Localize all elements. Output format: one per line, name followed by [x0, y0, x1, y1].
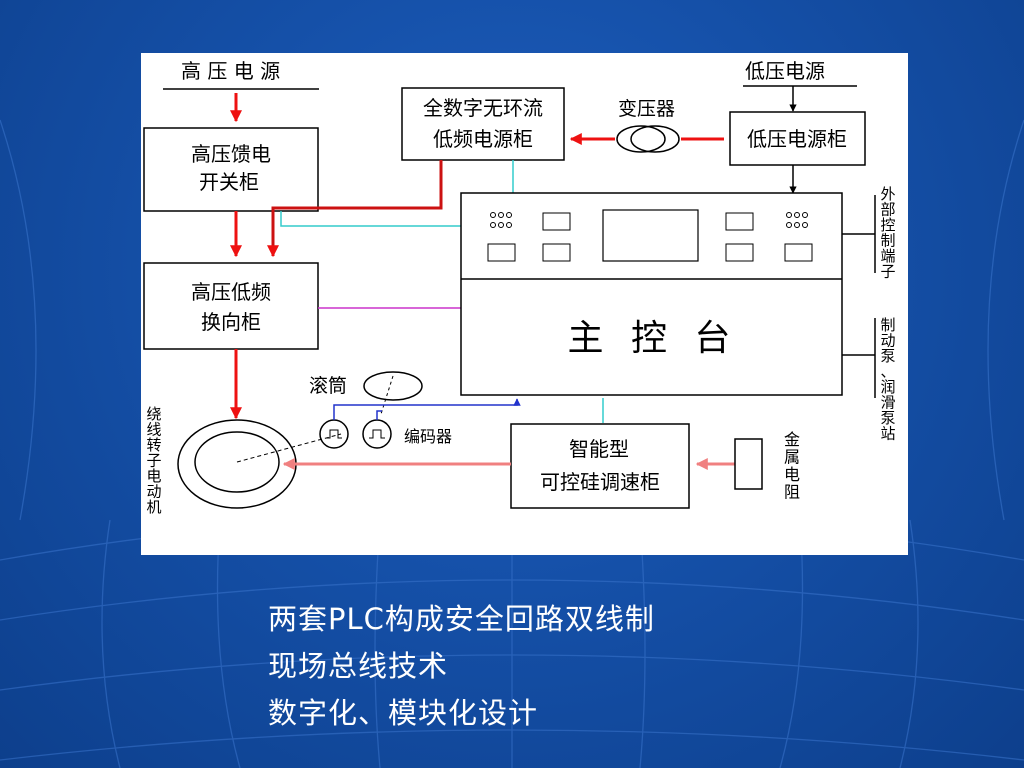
- brake-pump-char: 滑: [880, 394, 895, 412]
- console-button: [784, 243, 813, 262]
- brake-pump-char: 润: [880, 378, 895, 396]
- high-voltage-source-label: 高 压 电 源: [181, 59, 280, 83]
- encoder-signal-line: [333, 398, 521, 420]
- hv-feed-cabinet-line1: 高压馈电: [191, 142, 271, 166]
- console-button: [725, 243, 754, 262]
- console-button: [725, 212, 754, 231]
- brake-pump-char: 、: [880, 363, 895, 381]
- motor-label-char: 机: [146, 498, 161, 516]
- encoder-icon: [319, 419, 349, 449]
- scr-cabinet-line1: 智能型: [569, 437, 629, 461]
- drum: 滚筒: [309, 371, 423, 415]
- brake-pump-char: 制: [880, 316, 895, 334]
- smart-scr-speed-cabinet: 智能型 可控硅调速柜: [510, 423, 690, 509]
- motor-label-char: 绕: [146, 405, 161, 423]
- low-voltage-source: 低压电源: [743, 59, 857, 87]
- motor-label-char: 动: [146, 483, 161, 501]
- encoder-signal-line-2: [376, 410, 382, 420]
- external-terminals-char: 端: [880, 247, 895, 265]
- external-terminals-char: 制: [880, 232, 895, 250]
- encoders: 编码器: [319, 419, 452, 449]
- main-console: 主 控 台: [460, 192, 843, 396]
- brake-pump-char: 动: [880, 332, 895, 350]
- scr-cabinet-line2: 可控硅调速柜: [540, 470, 660, 494]
- external-terminals-char: 子: [880, 263, 895, 281]
- hv-feed-cabinet-line2: 开关柜: [199, 170, 259, 194]
- encoder-icon: [362, 419, 392, 449]
- encoder-label: 编码器: [404, 427, 452, 446]
- console-button: [487, 243, 516, 262]
- console-indicator-lights: [490, 212, 808, 228]
- feed-cabinet-signal-line: [280, 211, 461, 227]
- low-voltage-source-label: 低压电源: [745, 59, 825, 83]
- metal-resistor-char: 属: [784, 448, 800, 467]
- external-terminals-char: 外: [880, 185, 895, 203]
- digital-cabinet-to-reversing-arrow: [267, 160, 443, 258]
- metal-resistor-char: 金: [784, 430, 800, 449]
- drum-icon: [363, 371, 423, 401]
- brake-pump-char: 泵: [880, 347, 895, 365]
- system-diagram: 高 压 电 源 高压馈电 开关柜 高压低频 换向柜 全数字无环流 低频电源柜 变…: [141, 53, 908, 555]
- feature-list: 两套PLC构成安全回路双线制 现场总线技术 数字化、模块化设计: [268, 596, 908, 737]
- brake-pump-char: 泵: [880, 409, 895, 427]
- console-display-panel: [602, 209, 699, 262]
- transformer-coil-icon: [616, 125, 666, 153]
- hv-feed-cabinet: 高压馈电 开关柜: [143, 127, 319, 212]
- external-terminals-char: 部: [880, 201, 895, 219]
- console-button: [542, 212, 571, 231]
- brake-pump-char: 站: [880, 425, 895, 443]
- console-button: [542, 243, 571, 262]
- digital-cabinet-line1: 全数字无环流: [423, 96, 543, 120]
- feature-item: 数字化、模块化设计: [268, 696, 539, 730]
- digital-cabinet-line2: 低频电源柜: [433, 127, 533, 151]
- metal-resistor-icon: [734, 438, 763, 490]
- hv-lowfreq-reversing-cabinet: 高压低频 换向柜: [143, 262, 319, 350]
- main-console-label: 主 控 台: [568, 318, 739, 359]
- metal-resistor-char: 电: [784, 465, 800, 484]
- transformer: 变压器: [616, 98, 680, 153]
- lv-power-cabinet: 低压电源柜: [729, 111, 866, 166]
- metal-resistor-char: 阻: [784, 483, 800, 502]
- hv-lowfreq-cabinet-line1: 高压低频: [191, 280, 271, 304]
- hv-lowfreq-cabinet-line2: 换向柜: [201, 310, 261, 334]
- digital-lowfreq-power-cabinet: 全数字无环流 低频电源柜: [401, 87, 565, 161]
- drum-label: 滚筒: [309, 375, 347, 397]
- lv-power-cabinet-label: 低压电源柜: [747, 127, 847, 151]
- feature-item: 两套PLC构成安全回路双线制: [268, 602, 655, 636]
- motor-label-char: 线: [146, 421, 161, 439]
- transformer-label: 变压器: [618, 98, 675, 120]
- motor-label-char: 电: [146, 467, 161, 485]
- high-voltage-source: 高 压 电 源: [163, 59, 319, 90]
- feature-item: 现场总线技术: [268, 649, 449, 683]
- motor-label-char: 子: [146, 452, 161, 470]
- external-terminals-char: 控: [880, 216, 895, 234]
- motor-label-char: 转: [146, 436, 161, 454]
